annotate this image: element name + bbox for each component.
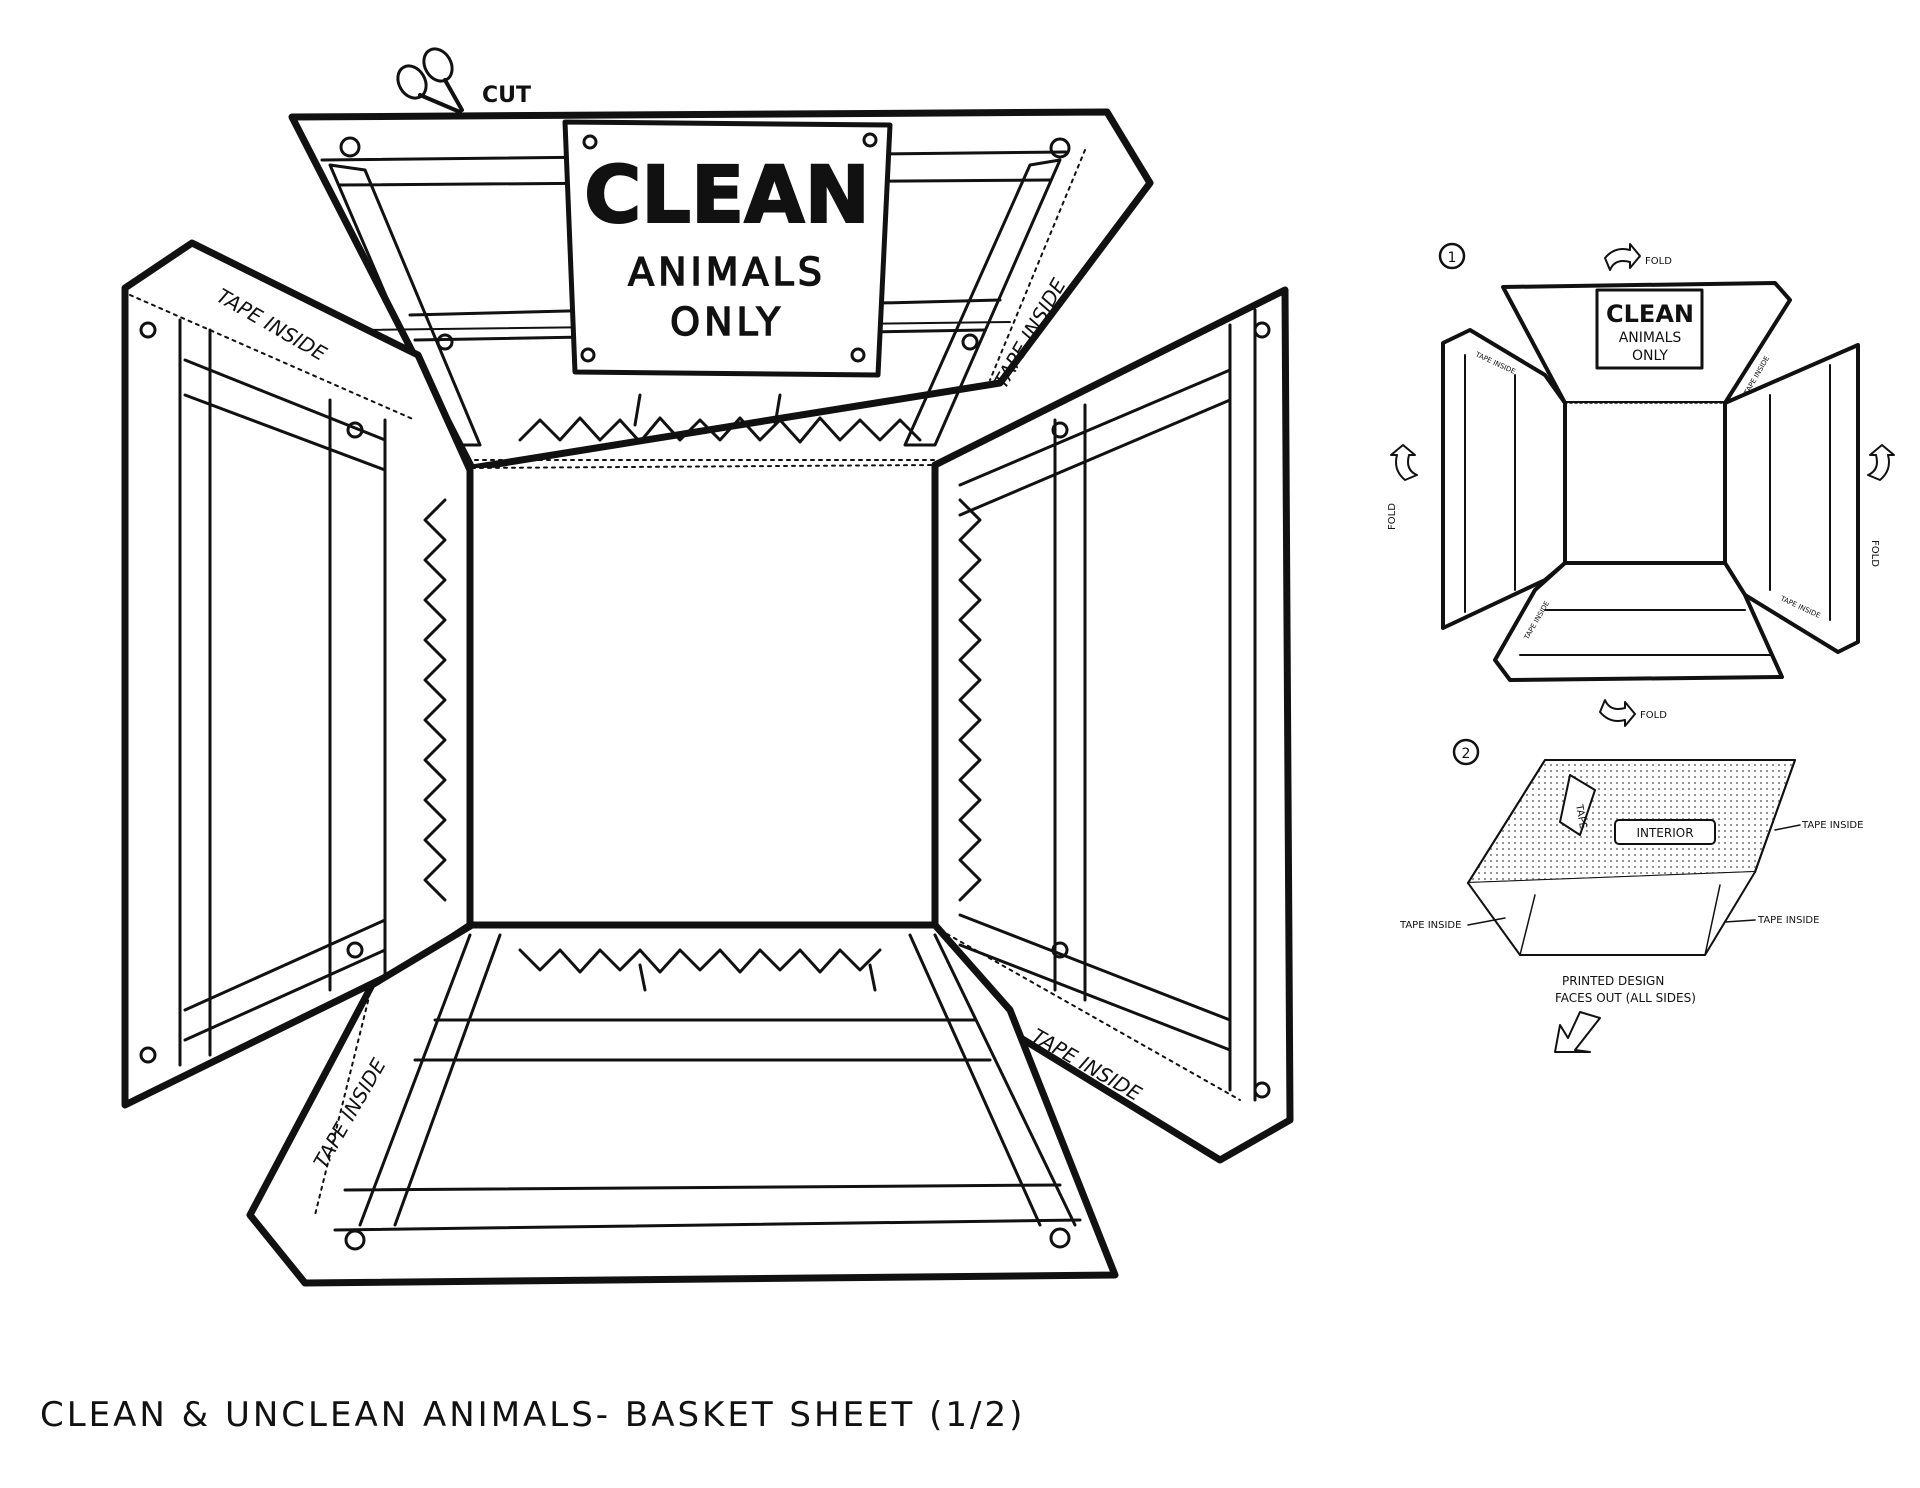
sheet-title: CLEAN & UNCLEAN ANIMALS- BASKET SHEET (1… [40,1395,1026,1435]
down-arrow-icon [1554,1011,1601,1053]
step1-number: 1 [1448,250,1457,266]
step1-fold-top: FOLD [1645,256,1672,267]
sign-line2: ONLY [670,300,784,344]
clean-sign [562,119,893,378]
main-template [121,47,1294,1287]
fold-arrow-icon [1599,699,1636,727]
left-panel [121,239,474,1109]
step1-fold-bottom: FOLD [1640,710,1667,721]
step1-fold-left: FOLD [1387,503,1398,530]
sign-title: CLEAN [584,151,870,241]
basket-base [471,459,936,926]
step2-number: 2 [1462,746,1471,762]
tape-inside-right-top: TAPE INSIDE [1801,820,1863,831]
step2-tape-tab: TAPE [1573,803,1588,830]
fold-arrow-icon [1604,243,1641,271]
cut-label: CUT [482,83,531,108]
step1-sign-title: CLEAN [1606,300,1694,328]
step1-diagram [1390,242,1895,727]
fold-arrow-icon [1867,444,1895,481]
scissors-icon [396,47,464,114]
note-line2: FACES OUT (ALL SIDES) [1555,991,1696,1005]
step1-sign-line1: ANIMALS [1619,330,1682,346]
tape-inside-right-bottom: TAPE INSIDE [1757,915,1819,926]
note-line1: PRINTED DESIGN [1562,974,1664,988]
tape-inside-left: TAPE INSIDE [1399,920,1461,931]
step1-fold-right: FOLD [1869,540,1880,567]
bottom-panel [246,921,1119,1287]
interior-label: INTERIOR [1636,826,1693,840]
fold-arrow-icon [1390,444,1418,481]
step1-sign-line2: ONLY [1632,348,1668,364]
step2-text: 2 TAPE INTERIOR TAPE INSIDE TAPE INSIDE … [1399,746,1863,1005]
sign-line1: ANIMALS [628,250,826,294]
step2-diagram [1452,738,1801,1053]
